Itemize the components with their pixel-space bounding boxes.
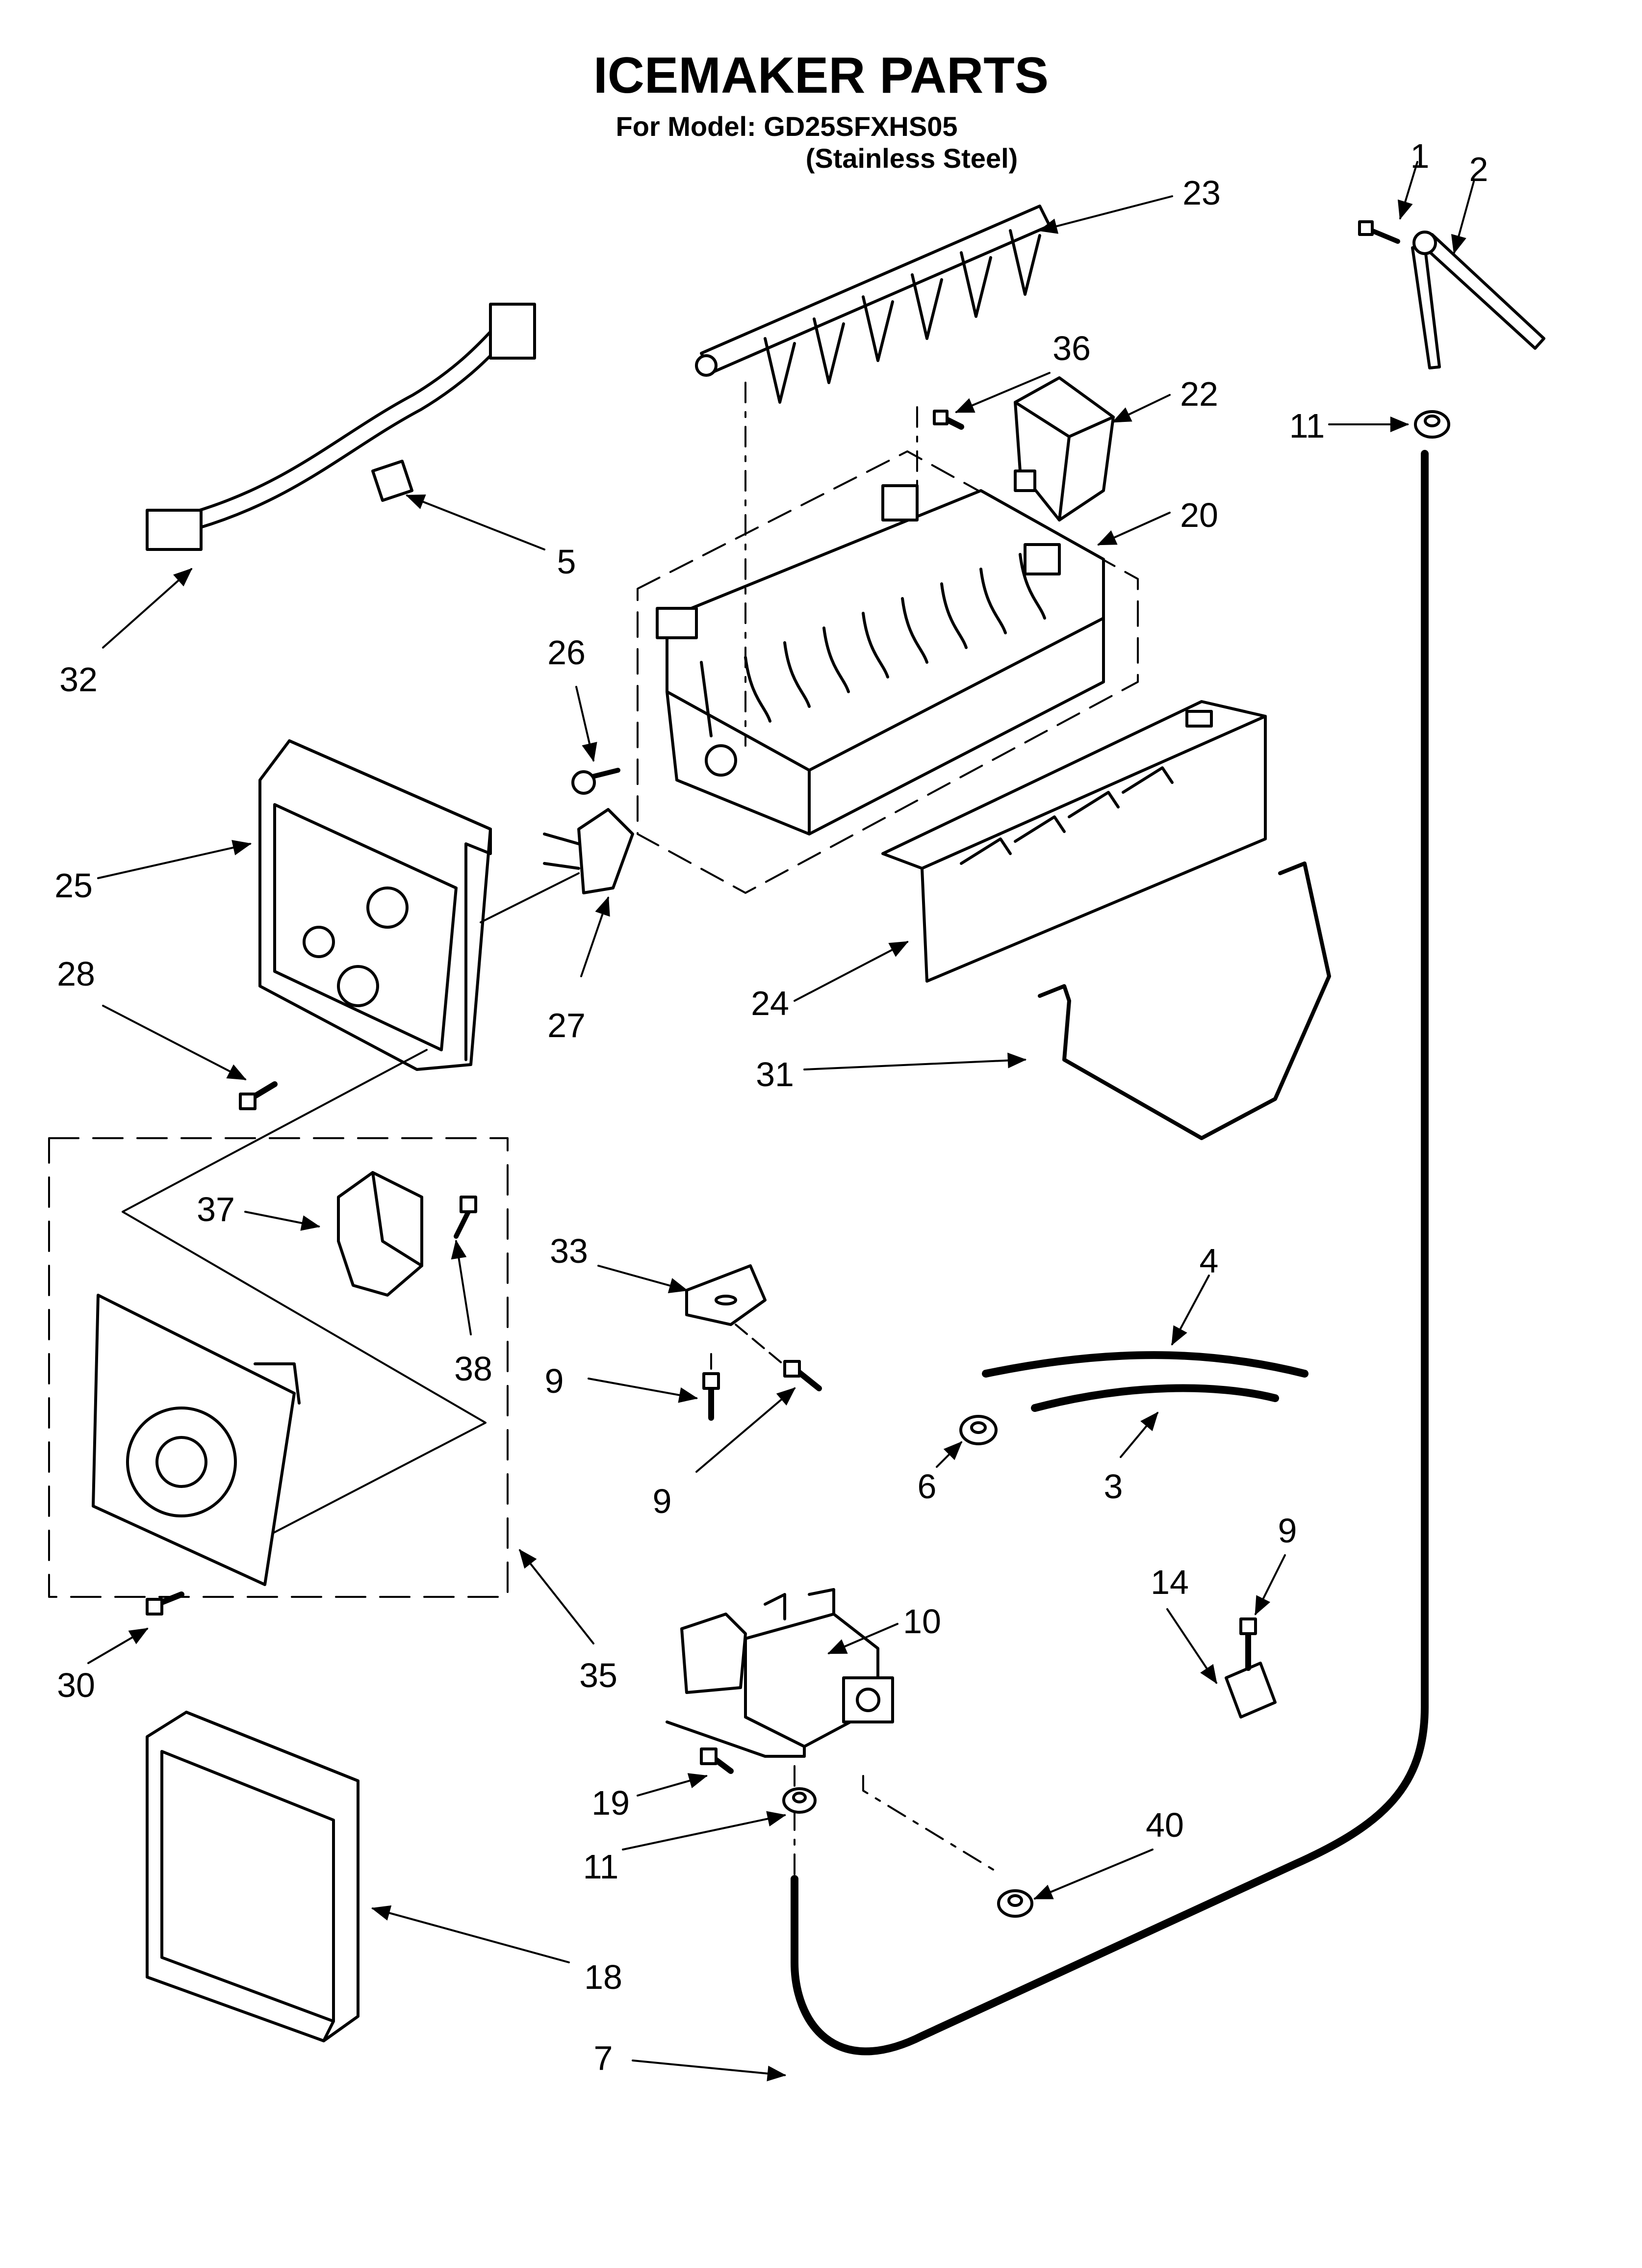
part-28-screw	[239, 1081, 278, 1110]
callout-7: 7	[593, 2039, 613, 2077]
callout-33: 33	[550, 1232, 588, 1270]
callout-37: 37	[197, 1190, 235, 1228]
callout-5: 5	[557, 543, 576, 581]
callout-4: 4	[1199, 1242, 1219, 1280]
part-35-motor-assembly	[92, 1294, 301, 1586]
callout-31: 31	[756, 1055, 794, 1094]
callout-38: 38	[454, 1350, 492, 1388]
callout-leaders	[87, 161, 1475, 2082]
callout-11-lower: 11	[583, 1848, 619, 1886]
callout-25: 25	[54, 866, 93, 905]
part-19-screw	[700, 1747, 734, 1774]
part-33-bracket	[685, 1264, 767, 1326]
part-40-nut	[997, 1889, 1033, 1918]
callout-18: 18	[584, 1958, 622, 1996]
part-11-nut-lower	[782, 1787, 817, 1814]
part-26-screw	[571, 768, 620, 795]
part-9-screw-b	[783, 1360, 822, 1391]
part-4-tube	[982, 1351, 1308, 1378]
part-3-tube	[1031, 1384, 1279, 1412]
part-7-water-tube	[791, 450, 1429, 2056]
part-9-screw-c	[1239, 1617, 1257, 1671]
callout-14: 14	[1151, 1563, 1189, 1601]
part-23-ejector-blades	[695, 205, 1051, 404]
model-variant: (Stainless Steel)	[805, 143, 1018, 174]
part-9-screw-a	[702, 1372, 720, 1421]
callout-28: 28	[57, 955, 95, 993]
callout-35: 35	[579, 1656, 617, 1694]
callout-6: 6	[917, 1467, 937, 1506]
callout-1: 1	[1410, 137, 1430, 175]
part-10-water-valve	[666, 1588, 894, 1758]
part-5-clip	[371, 460, 413, 502]
callout-23: 23	[1182, 174, 1221, 212]
model-number: For Model: GD25SFXHS05	[616, 111, 958, 142]
callout-36: 36	[1052, 329, 1091, 367]
callout-22: 22	[1180, 375, 1218, 413]
callout-11-upper: 11	[1289, 407, 1325, 445]
part-30-screw	[146, 1591, 184, 1616]
part-27-thermostat	[543, 808, 634, 894]
part-32-wire-harness	[146, 303, 536, 551]
callout-24: 24	[751, 984, 789, 1022]
callout-3: 3	[1103, 1467, 1123, 1506]
callout-9-right: 9	[1278, 1512, 1297, 1550]
part-25-housing	[258, 739, 492, 1071]
callout-9-left: 9	[544, 1362, 564, 1400]
callout-20: 20	[1180, 496, 1218, 534]
callout-30: 30	[57, 1666, 95, 1704]
callout-2: 2	[1469, 150, 1488, 188]
part-36-screw	[933, 410, 964, 430]
callout-32: 32	[59, 660, 98, 699]
part-6-nut	[959, 1415, 998, 1445]
part-1-screw	[1358, 220, 1400, 244]
callout-26: 26	[547, 633, 586, 672]
part-37-motor	[337, 1171, 423, 1297]
part-11-nut-upper	[1414, 410, 1450, 439]
part-24-cover	[881, 700, 1267, 983]
part-18-ice-bin	[146, 1711, 359, 2042]
part-35-motor-assembly-box	[48, 1137, 509, 1598]
callout-27: 27	[547, 1006, 586, 1044]
callout-19: 19	[591, 1784, 630, 1822]
callout-10: 10	[903, 1602, 941, 1641]
callout-40: 40	[1146, 1806, 1184, 1844]
part-38-screw	[454, 1196, 477, 1239]
part-22-fill-cup	[1014, 376, 1115, 521]
part-31-shutoff-arm	[1038, 861, 1331, 1140]
part-20-mold	[637, 450, 1139, 894]
part-14-clamp	[1225, 1662, 1277, 1719]
part-2-fill-tube	[1411, 231, 1545, 369]
callout-9-center: 9	[652, 1482, 672, 1520]
diagram-title: ICEMAKER PARTS	[593, 47, 1049, 104]
